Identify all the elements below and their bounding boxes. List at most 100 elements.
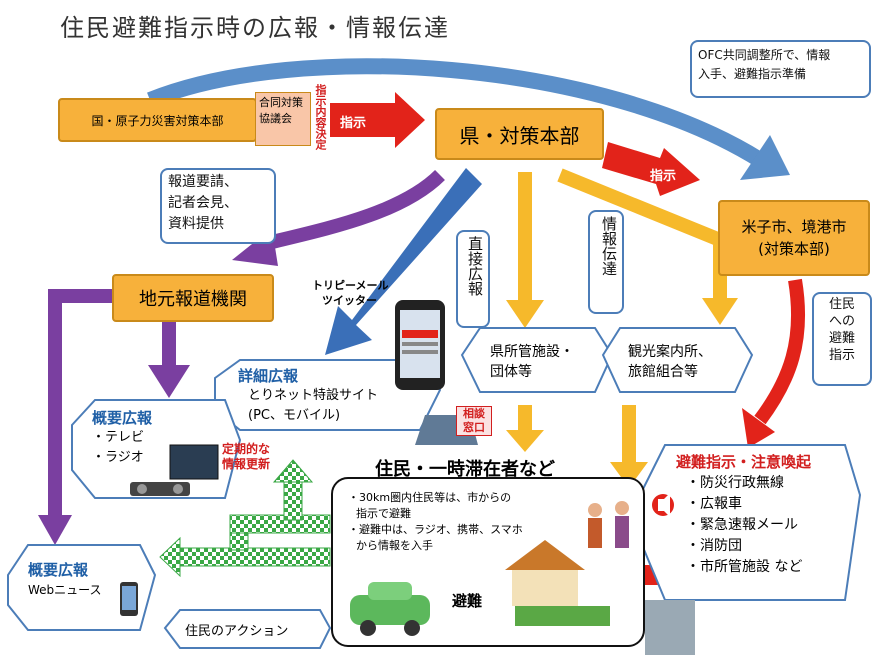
arrow-action-head-up [272, 459, 314, 483]
prefecture-hq-box: 県・対策本部 [435, 108, 604, 160]
local-media-label: 地元報道機関 [139, 289, 247, 310]
tourism-outline [601, 327, 754, 393]
house-image [505, 540, 585, 570]
arrow-media-to-tv-head [148, 365, 190, 398]
arrow-fac-to-res-shaft [518, 405, 532, 433]
resident-note-2: 指示で避難 [356, 507, 411, 520]
evac-alert-title: 避難指示・注意喚起 [676, 453, 812, 471]
evac-alert-item3: ・緊急速報メール [686, 517, 798, 533]
arrow-media-to-web-head [38, 515, 72, 545]
arrow-action-shaft-h [179, 547, 331, 567]
pref-facilities-text: 県所管施設・ 団体等 [490, 342, 574, 382]
ofc-note: OFC共同調整所で、情報 入手、避難指示準備 [690, 40, 871, 98]
overview-web-title: 概要広報 [28, 561, 89, 579]
car-image [350, 595, 430, 625]
tweets-line1: トリピーメール [312, 279, 389, 292]
consult-window: 相談 窓口 [456, 406, 492, 436]
cities-hq-box: 米子市、境港市 (対策本部) [718, 200, 870, 276]
detail-pr-line1: とりネット特設サイト [248, 388, 379, 403]
arrow-media-to-web-shaft [48, 289, 120, 520]
detail-pr-line2: (PC、モバイル) [248, 408, 341, 423]
pref-facilities-line2: 団体等 [490, 364, 532, 380]
detail-pr-title: 詳細広報 [238, 367, 299, 385]
arrow-fac-to-res-head [506, 430, 544, 452]
page-title: 住民避難指示時の広報・情報伝達 [60, 14, 450, 42]
arrow-pref-to-media [258, 169, 445, 252]
arrow-action-shaft-v [283, 479, 303, 521]
joint-council-box: 合同対策協議会 [255, 92, 311, 146]
arrow-national-to-cities [147, 58, 765, 167]
arrow-pref-to-tourism-head [702, 298, 738, 325]
evac-alert-text: 避難指示・注意喚起 ・防災行政無線 ・広報車 ・緊急速報メール ・消防団 ・市所… [676, 452, 811, 578]
cities-hq-line2: (対策本部) [758, 240, 830, 258]
instruction-decided-label: 指示内容決定 [314, 84, 327, 150]
overview-web-item: Webニュース [28, 583, 102, 597]
arrow-tour-to-res-head [610, 462, 648, 488]
resident-notes: ・30km圏内住民等は、市からの 指示で避難 ・避難中は、ラジオ、携帯、スマホ … [348, 490, 558, 554]
overview-tv-item2: ・ラジオ [92, 450, 144, 465]
press-line1: 報道要請、 [168, 174, 238, 190]
regular-update-line1: 定期的な [222, 442, 271, 456]
local-media-box: 地元報道機関 [112, 274, 274, 322]
resident-action-outline [163, 609, 332, 649]
arrow-pref-to-cities [602, 142, 700, 196]
arrow-direct-pr [325, 168, 482, 355]
press-line2: 記者会見、 [168, 195, 238, 211]
evac-alert-item1: ・防災行政無線 [686, 475, 784, 491]
consult-line1: 相談 [463, 407, 485, 420]
arrow-pref-to-facilities-shaft [518, 172, 532, 302]
ofc-note-line1: OFC共同調整所で、情報 [698, 48, 831, 62]
overview-tv-item1: ・テレビ [92, 430, 145, 445]
tourism-text: 観光案内所、 旅館組合等 [628, 342, 712, 382]
evac-instruction-note: 住民への避難指示 [812, 292, 872, 386]
arrow-tour-to-res-shaft [622, 405, 636, 465]
tweets-line2: ツイッター [322, 294, 377, 307]
resident-note-3: ・避難中は、ラジオ、携帯、スマホ [348, 523, 523, 536]
arrow-head-cities [740, 135, 790, 180]
regular-update-label: 定期的な 情報更新 [222, 442, 270, 472]
national-hq-box: 国・原子力災害対策本部 [58, 98, 257, 142]
prefecture-hq-label: 県・対策本部 [459, 123, 580, 148]
resident-action-label: 住民のアクション [185, 624, 289, 639]
evac-instruction-label: 住民への避難指示 [829, 297, 856, 363]
pref-facilities-line1: 県所管施設・ [490, 344, 574, 360]
tourism-line2: 旅館組合等 [628, 364, 698, 380]
direct-pr-label: 直接広報 [456, 230, 490, 328]
arrow-head-alert [742, 408, 775, 448]
press-line3: 資料提供 [168, 216, 224, 232]
arrow-media-to-tv-shaft [162, 320, 176, 368]
consult-line2: 窓口 [463, 421, 485, 434]
instruction-label-1: 指示 [340, 116, 367, 131]
national-hq-label: 国・原子力災害対策本部 [91, 113, 224, 128]
evacuation-label: 避難 [452, 592, 483, 610]
arrow-joint-to-pref [330, 92, 425, 148]
resident-note-1: ・30km圏内住民等は、市からの [348, 491, 512, 504]
overview-web-outline [7, 544, 157, 631]
overview-web-text: 概要広報 Webニュース [28, 560, 102, 600]
info-transfer-label: 情報伝達 [588, 210, 624, 314]
evac-alert-item5: ・市所管施設 など [686, 559, 803, 575]
arrow-pref-to-tourism-shaft [557, 168, 727, 300]
cities-hq-line1: 米子市、境港市 [741, 218, 847, 236]
regular-update-line2: 情報更新 [222, 457, 271, 471]
tourism-line1: 観光案内所、 [628, 344, 712, 360]
detail-pr-text: 詳細広報 とりネット特設サイト (PC、モバイル) [238, 366, 378, 426]
resident-note-4: から情報を入手 [356, 539, 433, 552]
press-note: 報道要請、 記者会見、 資料提供 [160, 168, 276, 244]
tweets-label: トリピーメール ツイッター [312, 278, 389, 308]
arrow-cities-to-alert [754, 278, 806, 425]
tv-image [169, 444, 219, 480]
arrow-pref-to-facilities-head [506, 300, 544, 328]
evac-alert-item4: ・消防団 [686, 538, 742, 554]
street-photo [645, 600, 695, 655]
overview-tv-title: 概要広報 [92, 409, 153, 427]
arrow-action-head-left [159, 536, 181, 578]
residents-title: 住民・一時滞在者など [375, 459, 555, 480]
joint-council-label: 合同対策協議会 [259, 96, 303, 125]
arrow-action-shaft-up [229, 514, 331, 534]
evac-alert-item2: ・広報車 [686, 496, 742, 512]
person-image [588, 503, 602, 517]
instruction-label-2: 指示 [650, 169, 677, 184]
ofc-note-line2: 入手、避難指示準備 [698, 67, 807, 81]
